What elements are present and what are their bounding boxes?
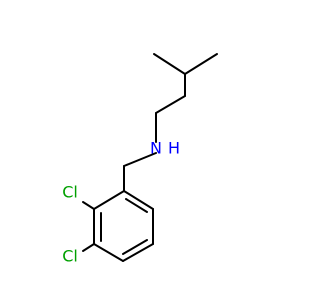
chlorine-label-bottom: Cl: [62, 247, 78, 266]
nitrogen-hydrogen-label: H: [168, 139, 180, 158]
ring-bond-6: [93, 190, 125, 210]
ring-bond-1: [123, 190, 154, 210]
ring-double-bond-1: [125, 198, 148, 213]
structure-canvas: N H Cl Cl: [62, 53, 218, 266]
ring-bond-3: [122, 243, 154, 262]
bond-ring-cl-1: [82, 201, 95, 210]
bond-c1-c2: [153, 53, 186, 75]
ring-bond-4: [93, 243, 124, 262]
ring-double-bond-2: [122, 239, 148, 255]
molecule-drawing: N H Cl Cl: [62, 53, 218, 266]
bond-n-ch2: [123, 152, 157, 167]
bond-ring-cl-2: [82, 243, 95, 252]
bond-c4-c5: [155, 95, 186, 114]
nitrogen-label: N: [150, 139, 162, 158]
chlorine-label-top: Cl: [62, 183, 78, 202]
bond-c2-c3: [184, 53, 218, 75]
